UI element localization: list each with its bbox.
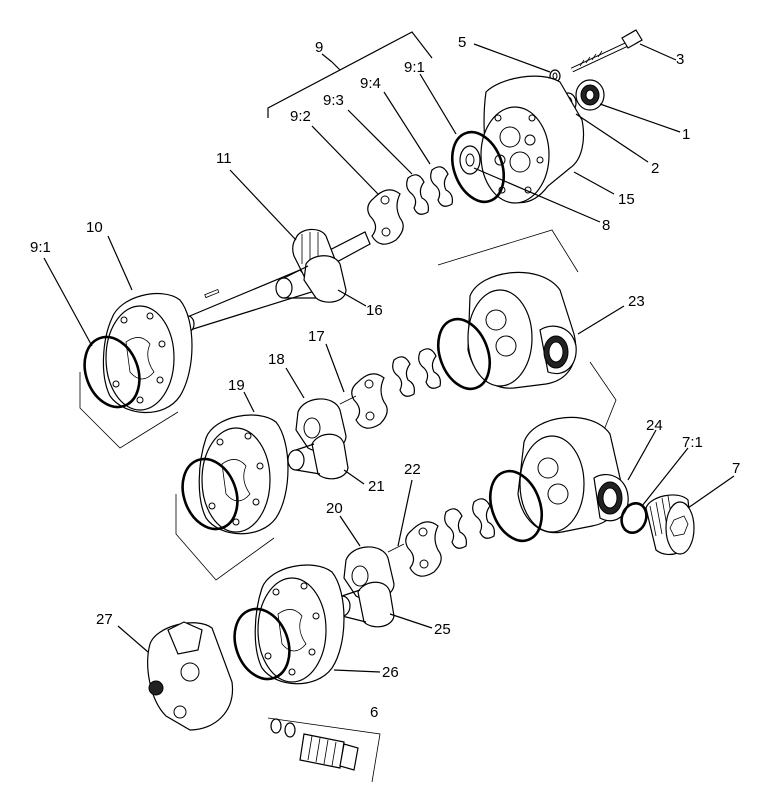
label-7-1: 7:1 (682, 434, 703, 451)
part-6-relief-valve (267, 717, 381, 783)
label-17: 17 (308, 328, 325, 345)
o-ring-rear (489, 469, 543, 543)
guide-line-23b (589, 361, 617, 431)
label-26: 26 (382, 664, 399, 681)
part-1-seal (575, 79, 605, 111)
guide-line-19 (175, 494, 275, 581)
label-6: 6 (370, 704, 378, 721)
label-24: 24 (646, 417, 663, 434)
part-9-4-seal (430, 166, 453, 207)
label-19: 19 (228, 377, 245, 394)
label-18: 18 (268, 351, 285, 368)
label-2: 2 (651, 160, 659, 177)
part-21-gear (287, 433, 349, 480)
label-9-1-left: 9:1 (30, 239, 51, 256)
part-16-driven-gear (275, 255, 347, 303)
part-9-3-seal (406, 174, 429, 215)
part-8-bushing (459, 145, 481, 175)
lower-seal-b (444, 508, 467, 549)
label-10: 10 (86, 219, 103, 236)
lower-seal-a (472, 498, 495, 539)
lower-wear-plate (405, 521, 442, 577)
o-ring-19 (181, 457, 239, 531)
part-10-gear-housing (102, 292, 193, 414)
o-ring-26 (233, 607, 291, 681)
label-7: 7 (732, 460, 740, 477)
label-16: 16 (366, 302, 383, 319)
part-9-1-o-ring-left (83, 335, 141, 409)
part-7-1-o-ring (620, 502, 648, 534)
part-7-plug (645, 494, 695, 555)
label-9-3: 9:3 (323, 92, 344, 109)
label-25: 25 (434, 621, 451, 638)
label-23: 23 (628, 293, 645, 310)
label-9-2: 9:2 (290, 108, 311, 125)
part-27-valve-body (147, 621, 234, 731)
label-15: 15 (618, 191, 635, 208)
part-23-intermediate-housing (467, 271, 577, 389)
label-22: 22 (404, 461, 421, 478)
part-9-1-o-ring-upper (451, 130, 505, 204)
part-26-gear-housing (254, 564, 345, 685)
mid-wear-plate (351, 373, 388, 429)
guide-line-10 (79, 372, 179, 449)
label-8: 8 (602, 217, 610, 234)
label-21: 21 (368, 478, 385, 495)
label-5: 5 (458, 34, 466, 51)
callout-labels: 1 2 3 5 6 7 7:1 8 9 9:1 9:1 9:2 9:3 9:4 … (30, 34, 740, 721)
part-15-front-cover (480, 75, 585, 204)
label-9: 9 (315, 39, 323, 56)
part-3-bolt (570, 29, 643, 73)
group-9-bracket (267, 31, 433, 118)
rear-housing (517, 416, 629, 534)
label-9-4: 9:4 (360, 75, 381, 92)
label-20: 20 (326, 500, 343, 517)
part-18-gear (295, 395, 357, 453)
part-9-1-o-ring-mid (437, 317, 491, 391)
leader-lines (43, 43, 735, 673)
mid-seal-b (392, 356, 415, 397)
label-11: 11 (216, 150, 232, 167)
mid-seal-a (418, 348, 441, 389)
part-19-gear-housing (198, 414, 289, 535)
label-9-1-top: 9:1 (404, 59, 425, 76)
part-9-2-wear-plate (367, 189, 404, 245)
label-27: 27 (96, 611, 113, 628)
label-3: 3 (676, 51, 684, 68)
label-1: 1 (682, 126, 690, 143)
guide-line-23 (437, 229, 579, 273)
